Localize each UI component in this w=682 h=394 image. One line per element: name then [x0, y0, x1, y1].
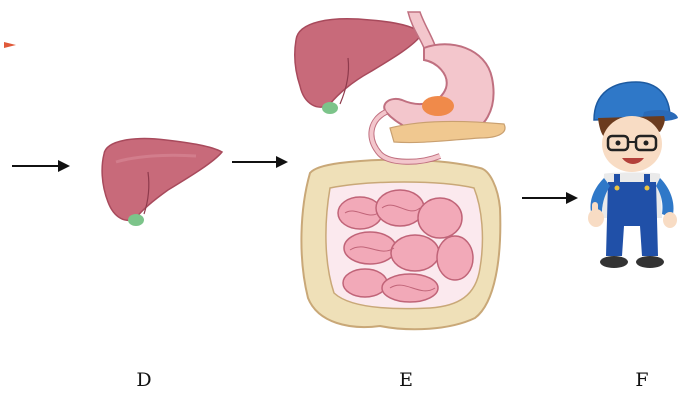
label-e: E: [386, 369, 426, 391]
liver-icon: [96, 132, 226, 232]
right-arrow-icon: [522, 188, 582, 208]
right-arrow-icon: [232, 152, 292, 172]
worker-boy-icon: [584, 78, 680, 290]
label-d: D: [124, 369, 164, 391]
digestive-system-icon: [290, 8, 520, 333]
red-mark-icon: [4, 40, 18, 50]
label-f: F: [622, 369, 662, 391]
right-arrow-icon: [12, 156, 72, 176]
